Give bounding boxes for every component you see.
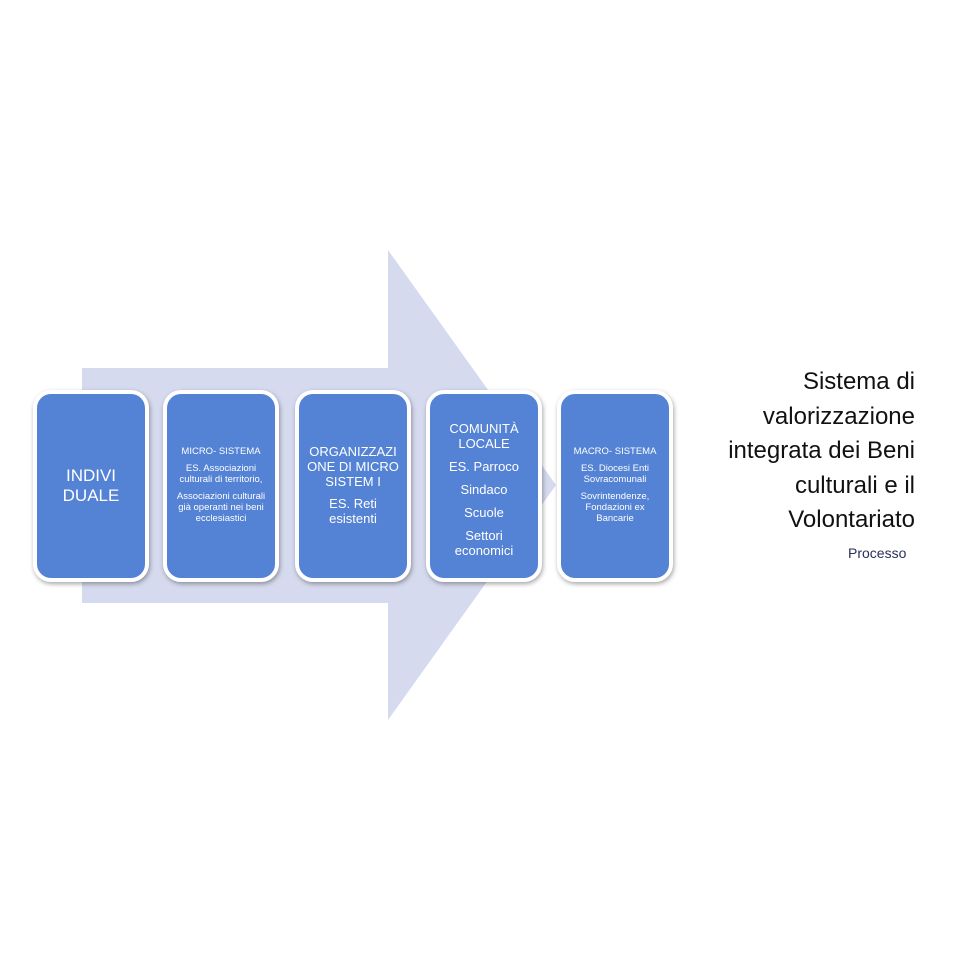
step-heading: INDIVI DUALE [62,466,120,505]
step-comunita-locale: COMUNITÀ LOCALE ES. Parroco Sindaco Scuo… [426,390,542,582]
step-line: ES. Reti esistenti [329,496,377,527]
step-heading: ORGANIZZAZI ONE DI MICROSISTEM I [307,443,399,489]
step-micro-sistema: MICRO- SISTEMA ES. Associazioni cultural… [163,390,279,582]
step-line: Associazioni culturali già operanti nei … [176,491,266,524]
step-organizzazione: ORGANIZZAZI ONE DI MICROSISTEM I ES. Ret… [295,390,411,582]
step-heading: COMUNITÀ LOCALE [449,421,519,451]
step-macro-sistema: MACRO- SISTEMA ES. Diocesi Enti Sovracom… [557,390,673,582]
step-heading: MICRO- SISTEMA [181,446,261,458]
step-line: ES. Parroco [448,458,520,474]
diagram-title: Sistema di valorizzazione integrata dei … [728,368,915,533]
step-line: ES. Associazioni culturali di territorio… [179,463,263,486]
step-line: Sindaco [460,481,508,497]
step-individuale: INDIVI DUALE [33,390,149,582]
step-heading: MACRO- SISTEMA [573,446,657,458]
step-line: Settori economici [454,527,514,558]
step-line: Scuole [464,504,504,520]
step-line: Sovrintendenze, Fondazioni ex Bancarie [580,491,650,524]
diagram-subtitle: Processo [848,545,907,561]
step-line: ES. Diocesi Enti Sovracomunali [580,463,650,486]
